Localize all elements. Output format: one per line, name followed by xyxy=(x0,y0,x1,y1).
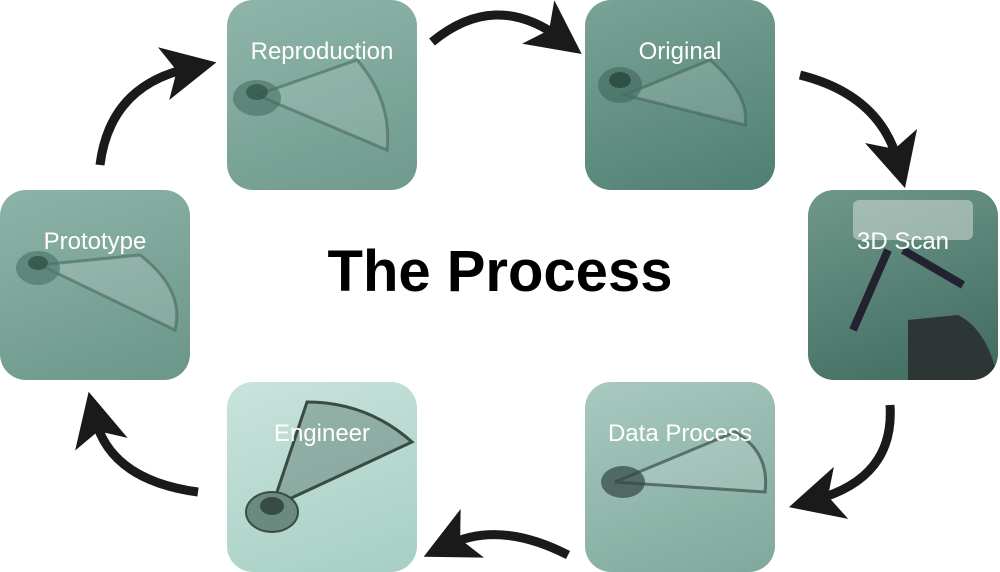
arrow-engineer-to-prototype xyxy=(75,391,199,497)
step-label: Prototype xyxy=(43,228,147,255)
arrow-scan-to-data xyxy=(788,404,895,519)
scan-data-render xyxy=(601,430,768,498)
step-label: Original xyxy=(638,38,722,65)
part-photo xyxy=(16,251,179,333)
step-prototype: Prototype xyxy=(0,190,190,380)
step-engineer: Engineer xyxy=(227,382,417,572)
scanner-photo xyxy=(849,200,998,380)
cad-model xyxy=(245,400,415,533)
step-reproduction: Reproduction xyxy=(227,0,417,190)
step-original: Original xyxy=(585,0,775,190)
arrow-data-to-engineer xyxy=(423,508,571,560)
step-label: Engineer xyxy=(273,420,371,447)
arrow-reproduction-to-original xyxy=(429,0,582,55)
step-data-process: Data Process xyxy=(585,382,775,572)
part-photo xyxy=(233,58,390,153)
step-label: 3D Scan xyxy=(856,228,950,255)
diagram-title: The Process xyxy=(327,239,673,304)
arrow-prototype-to-reproduction xyxy=(95,47,217,166)
step-label: Reproduction xyxy=(250,38,394,65)
arrow-original-to-scan xyxy=(798,70,918,189)
part-photo xyxy=(598,58,748,127)
step-3d-scan: 3D Scan xyxy=(808,190,998,380)
step-label: Data Process xyxy=(607,420,753,447)
